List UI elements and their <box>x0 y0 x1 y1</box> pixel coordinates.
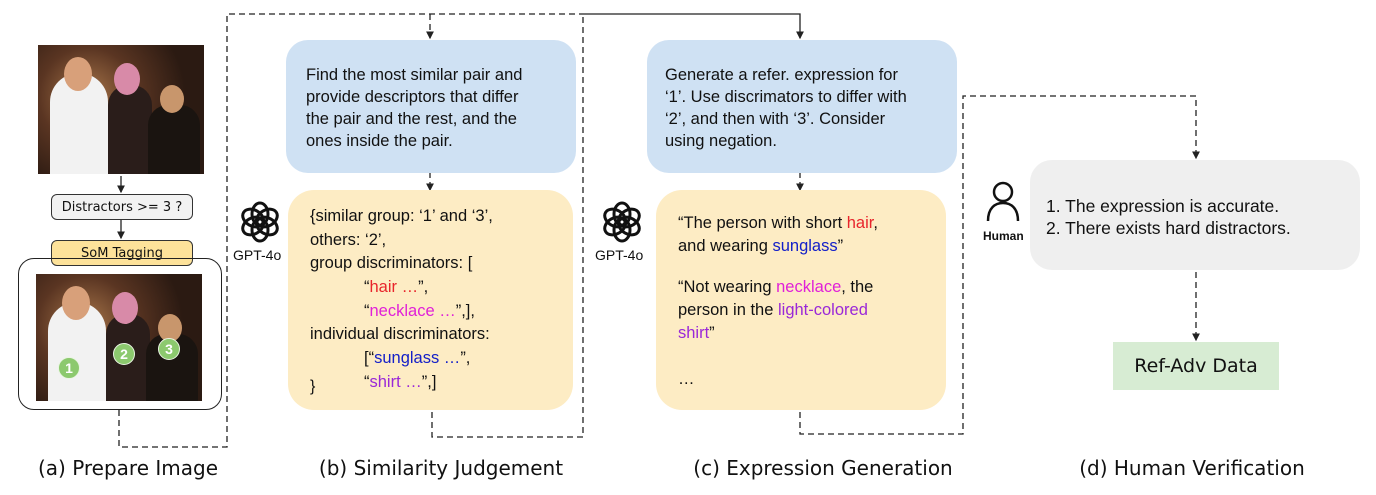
expression-line: “The person with short hair, <box>678 214 878 232</box>
som-tag-1: 1 <box>58 357 80 379</box>
similarity-prompt-line: ones inside the pair. <box>306 132 453 150</box>
output-close-brace: } <box>310 378 316 395</box>
som-tag-3: 3 <box>158 338 180 360</box>
tagged-photo <box>36 274 202 401</box>
caption-human-verification: (d) Human Verification <box>1079 456 1305 480</box>
distractors-check-box: Distractors >= 3 ? <box>51 194 193 220</box>
necklace-word: necklace <box>776 278 842 296</box>
caption-similarity-judgement: (b) Similarity Judgement <box>318 456 564 480</box>
output-line: “shirt …”,] <box>364 373 437 391</box>
verification-line: 2. There exists hard distractors. <box>1046 218 1291 238</box>
source-photo <box>38 45 204 174</box>
sunglass-word: sunglass <box>772 237 838 255</box>
expression-prompt-line: ‘1’. Use discrimators to differ with <box>665 88 907 106</box>
expression-ellipsis: … <box>678 370 695 388</box>
expression-line: person in the light-colored <box>678 301 868 319</box>
caption-expression-generation: (c) Expression Generation <box>693 456 953 480</box>
expression-prompt-box: Generate a refer. expression for ‘1’. Us… <box>647 40 957 173</box>
similarity-prompt-line: Find the most similar pair and <box>306 66 523 84</box>
expression-prompt-line: ‘2’, and then with ‘3’. Consider <box>665 110 886 128</box>
similarity-output-box: {similar group: ‘1’ and ‘3’, others: ‘2’… <box>288 190 573 410</box>
output-line: “hair …”, <box>364 278 429 296</box>
expression-prompt-line: using negation. <box>665 132 777 150</box>
som-tag-2: 2 <box>113 343 135 365</box>
expression-line: “Not wearing necklace, the <box>678 278 874 296</box>
hair-word: hair <box>846 214 874 232</box>
similarity-prompt-box: Find the most similar pair and provide d… <box>286 40 576 173</box>
similarity-prompt-line: provide descriptors that differ <box>306 88 519 106</box>
human-label: Human <box>983 229 1024 243</box>
verification-box: 1. The expression is accurate. 2. There … <box>1030 160 1360 270</box>
similarity-prompt-line: the pair and the rest, and the <box>306 110 517 128</box>
openai-logo-icon <box>241 201 279 243</box>
model-label: GPT-4o <box>233 247 282 263</box>
model-label: GPT-4o <box>595 247 644 263</box>
expression-line: shirt” <box>678 324 715 342</box>
output-line: “necklace …”,], <box>364 302 475 320</box>
output-line: others: ‘2’, <box>310 231 387 249</box>
expression-prompt-line: Generate a refer. expression for <box>665 66 898 84</box>
human-icon <box>986 181 1020 222</box>
expression-line: and wearing sunglass” <box>678 237 844 255</box>
expression-output-box: “The person with short hair, and wearing… <box>656 190 946 410</box>
shirt-word: shirt <box>678 324 710 342</box>
hair-descriptor: hair … <box>369 278 419 296</box>
tagged-image-frame <box>18 258 222 410</box>
shirt-descriptor: shirt … <box>369 373 422 391</box>
output-line: {similar group: ‘1’ and ‘3’, <box>310 207 493 225</box>
caption-prepare-image: (a) Prepare Image <box>37 456 219 480</box>
necklace-descriptor: necklace … <box>369 302 456 320</box>
sunglass-descriptor: sunglass … <box>374 349 461 367</box>
som-tagging-box: SoM Tagging <box>51 240 193 266</box>
output-line: [“sunglass …”, <box>364 349 471 367</box>
ref-adv-data-box: Ref-Adv Data <box>1113 342 1279 390</box>
output-line: group discriminators: [ <box>310 254 473 272</box>
verification-line: 1. The expression is accurate. <box>1046 196 1280 216</box>
openai-logo-icon <box>603 201 641 243</box>
output-line: individual discriminators: <box>310 325 490 343</box>
light-colored-word: light-colored <box>777 301 868 319</box>
